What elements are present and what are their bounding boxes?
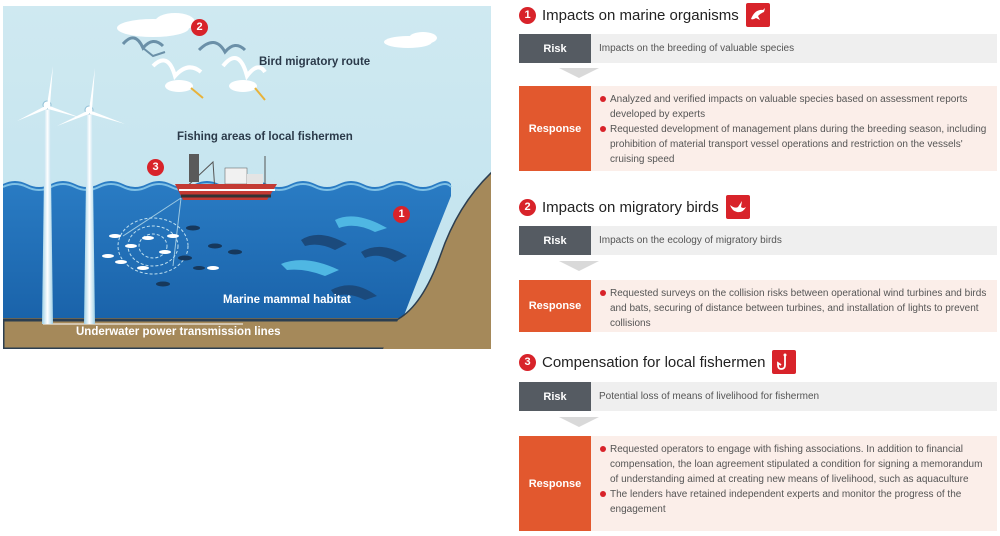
risk-label: Risk <box>519 226 591 255</box>
fishing-areas-label: Fishing areas of local fishermen <box>177 131 353 143</box>
section-1-response-row: Response Analyzed and verified impacts o… <box>519 86 997 171</box>
badge-birds: 2 <box>191 19 208 36</box>
badge-marine: 1 <box>393 206 410 223</box>
section-1-risk-text: Impacts on the breeding of valuable spec… <box>591 34 997 63</box>
birds-flock <box>121 36 267 101</box>
section-2-title: Impacts on migratory birds <box>542 198 719 216</box>
section-3-response-list: Requested operators to engage with fishi… <box>591 436 997 531</box>
section-1-title: Impacts on marine organisms <box>542 6 739 24</box>
response-item: Requested development of management plan… <box>599 122 989 167</box>
section-1-number: 1 <box>519 6 536 24</box>
section-3-header: 3 Compensation for local fishermen <box>519 349 797 375</box>
section-1-risk-row: Risk Impacts on the breeding of valuable… <box>519 34 997 63</box>
section-2-response-list: Requested surveys on the collision risks… <box>591 280 997 332</box>
wind-turbine-left <box>17 66 81 324</box>
section-1-header: 1 Impacts on marine organisms <box>519 2 770 28</box>
offshore-wind-illustration: Bird migratory route Fishing areas of lo… <box>3 6 491 349</box>
down-arrow <box>559 417 599 427</box>
dolphin-icon <box>745 3 770 27</box>
section-2-number: 2 <box>519 198 536 216</box>
section-3-title: Compensation for local fishermen <box>542 353 766 371</box>
coast-fill <box>383 174 491 349</box>
down-arrow <box>559 68 599 78</box>
net-lines <box>122 197 182 267</box>
response-label: Response <box>519 436 591 531</box>
section-3-risk-row: Risk Potential loss of means of liveliho… <box>519 382 997 411</box>
response-label: Response <box>519 86 591 171</box>
section-3-risk-text: Potential loss of means of livelihood fo… <box>591 382 997 411</box>
sea <box>3 181 451 318</box>
section-2-risk-row: Risk Impacts on the ecology of migratory… <box>519 226 997 255</box>
section-3-number: 3 <box>519 353 536 371</box>
dark-fish <box>156 225 242 287</box>
fishing-boat <box>175 154 277 200</box>
power-lines-label: Underwater power transmission lines <box>76 326 281 338</box>
bird-icon <box>725 195 750 219</box>
risk-label: Risk <box>519 34 591 63</box>
section-2-risk-text: Impacts on the ecology of migratory bird… <box>591 226 997 255</box>
response-label: Response <box>519 280 591 332</box>
response-item: Requested operators to engage with fishi… <box>599 442 989 487</box>
risk-label: Risk <box>519 382 591 411</box>
fishhook-icon <box>772 350 797 374</box>
section-3-response-row: Response Requested operators to engage w… <box>519 436 997 531</box>
response-item: The lenders have retained independent ex… <box>599 487 989 517</box>
fish-school <box>102 234 219 270</box>
down-arrow <box>559 261 599 271</box>
clouds <box>117 13 437 48</box>
response-item: Requested surveys on the collision risks… <box>599 286 989 331</box>
section-2-response-row: Response Requested surveys on the collis… <box>519 280 997 332</box>
badge-fishermen: 3 <box>147 159 164 176</box>
wind-turbine-right <box>57 68 125 324</box>
response-item: Analyzed and verified impacts on valuabl… <box>599 92 989 122</box>
impacts-panel: 1 Impacts on marine organisms Risk Impac… <box>519 0 997 536</box>
bird-route-label: Bird migratory route <box>259 56 371 68</box>
dolphins <box>281 216 407 300</box>
scene-drawing <box>3 6 491 349</box>
section-2-header: 2 Impacts on migratory birds <box>519 194 750 220</box>
mammal-habitat-label: Marine mammal habitat <box>223 294 351 306</box>
section-1-response-list: Analyzed and verified impacts on valuabl… <box>591 86 997 171</box>
